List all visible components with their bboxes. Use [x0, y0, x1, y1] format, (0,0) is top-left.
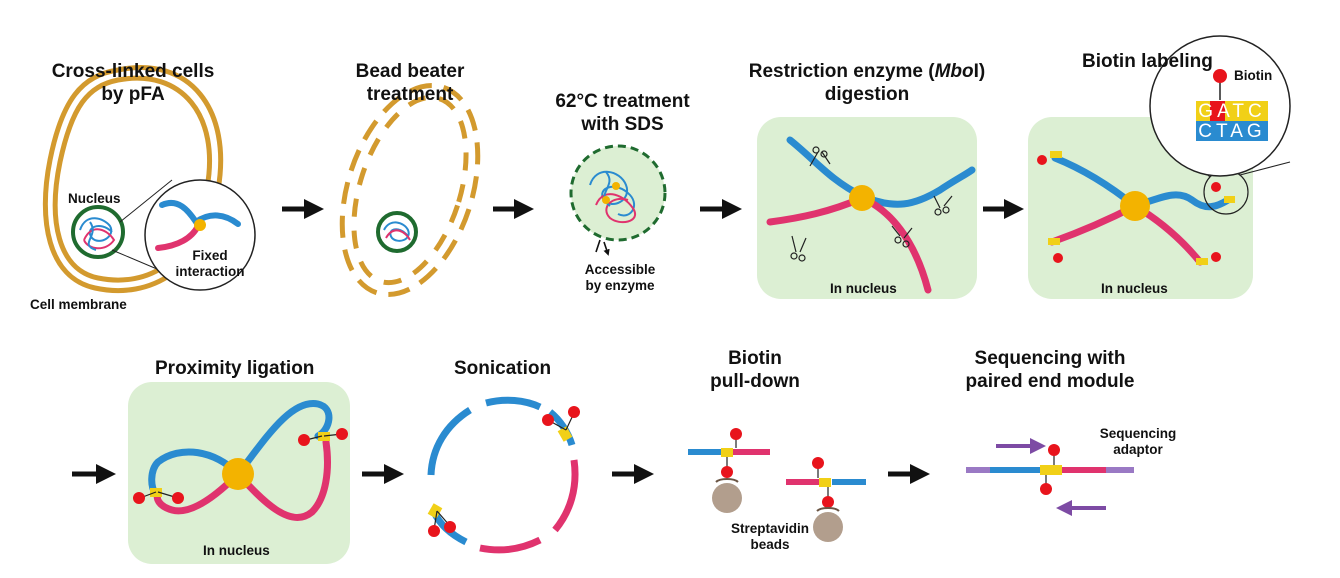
in-nucleus-label: In nucleus: [203, 543, 270, 558]
in-nucleus-label: In nucleus: [830, 281, 897, 296]
biotin-marker: [1213, 69, 1227, 83]
sequencing-illustration: [966, 438, 1134, 516]
biotin-pair: [133, 428, 348, 504]
broken-membrane-outer: [339, 83, 481, 297]
nucleus: [376, 211, 418, 253]
streptavidin-bead: [712, 483, 742, 513]
scissors-icon: [809, 146, 831, 167]
biotin-end-tag: [1037, 151, 1235, 265]
reverse-read-arrow: [1056, 500, 1106, 516]
dna-blue: [1051, 154, 1232, 211]
sonication-illustration: [427, 396, 580, 554]
sequence-top: GATC: [1198, 101, 1266, 122]
cell-membrane-label: Cell membrane: [30, 297, 127, 312]
bead-beater-illustration: [339, 83, 481, 297]
biotin-label: Biotin: [1234, 68, 1273, 83]
nucleus-label: Nucleus: [68, 191, 121, 206]
nucleus-permeabilized: [569, 144, 667, 242]
proximity-ligation-illustration: [128, 382, 350, 564]
step-title-sonication: Sonication: [454, 358, 552, 379]
nucleus: [71, 205, 125, 259]
scissors-icon: [933, 195, 953, 216]
biotin-labeling-illustration: [1028, 35, 1291, 299]
step-title-digestion: Restriction enzyme (MboI) digestion: [748, 61, 986, 105]
crosslinked-cell-illustration: [42, 65, 256, 294]
step-title-biotin-labeling: Biotin labeling: [1082, 51, 1213, 72]
seq-top-highlight: [1210, 101, 1225, 121]
zoom-line: [1239, 161, 1291, 176]
fixed-protein: [222, 458, 254, 490]
fixed-protein: [1120, 191, 1150, 221]
cell-membrane-outer: [42, 65, 224, 294]
accessibility-arrows: [595, 239, 608, 254]
cell-membrane-inner: [52, 75, 213, 283]
zoom-circle: [144, 179, 256, 291]
sds-treatment-illustration: [569, 144, 667, 254]
broken-membrane-inner: [351, 94, 469, 286]
fixed-protein: [849, 185, 875, 211]
scissors-icon: [891, 225, 913, 248]
forward-read-arrow: [996, 438, 1046, 454]
sequence-bottom: CTAG: [1198, 121, 1266, 142]
in-nucleus-label: In nucleus: [1101, 281, 1168, 296]
dna-pink-loop: [153, 438, 331, 521]
streptavidin-bead: [813, 512, 843, 542]
zoom-line: [119, 179, 173, 223]
digestion-illustration: [757, 117, 977, 299]
dna-blue: [786, 136, 976, 208]
step-title-ligation: Proximity ligation: [155, 358, 315, 379]
dna-blue-loop: [148, 400, 333, 498]
seq-bottom-bg: [1196, 121, 1268, 141]
chromatin-tangle: [79, 217, 116, 251]
fixed-protein: [194, 219, 206, 231]
pulldown-illustration: [688, 428, 866, 542]
scissors-icon: [790, 235, 807, 262]
